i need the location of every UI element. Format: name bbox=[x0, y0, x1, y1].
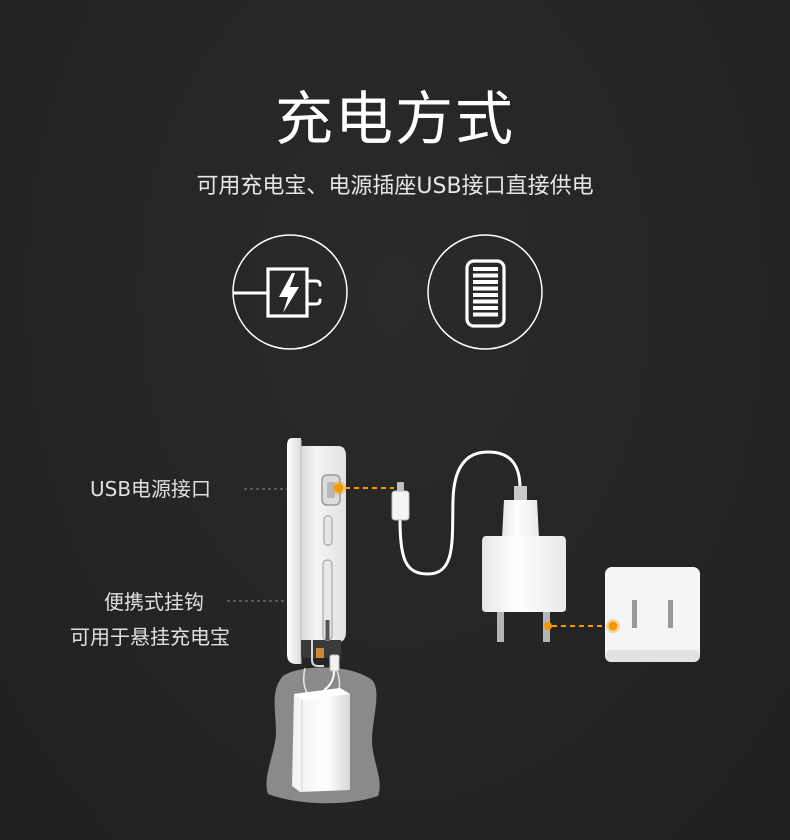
device-slot bbox=[323, 515, 333, 546]
wall-socket bbox=[605, 567, 700, 662]
charger-adapter bbox=[482, 486, 566, 642]
hook-description-label: 可用于悬挂充电宝 bbox=[70, 625, 230, 649]
battery-icon bbox=[427, 234, 543, 350]
power-bank-icon bbox=[292, 688, 350, 792]
power-bank-cable bbox=[323, 654, 340, 691]
page-title: 充电方式 bbox=[274, 85, 515, 153]
hook-label: 便携式挂钩 bbox=[104, 590, 204, 614]
usb-port bbox=[321, 474, 341, 506]
usb-connection-marker bbox=[332, 481, 394, 495]
charging-plug-icon bbox=[232, 234, 348, 350]
socket-connection-marker bbox=[544, 622, 606, 630]
usb-port-label: USB电源接口 bbox=[90, 477, 212, 501]
device-side-view bbox=[287, 438, 346, 667]
usb-cable bbox=[391, 450, 522, 576]
hook-slot bbox=[322, 559, 333, 641]
page-subtitle: 可用充电宝、电源插座USB接口直接供电 bbox=[196, 174, 594, 199]
